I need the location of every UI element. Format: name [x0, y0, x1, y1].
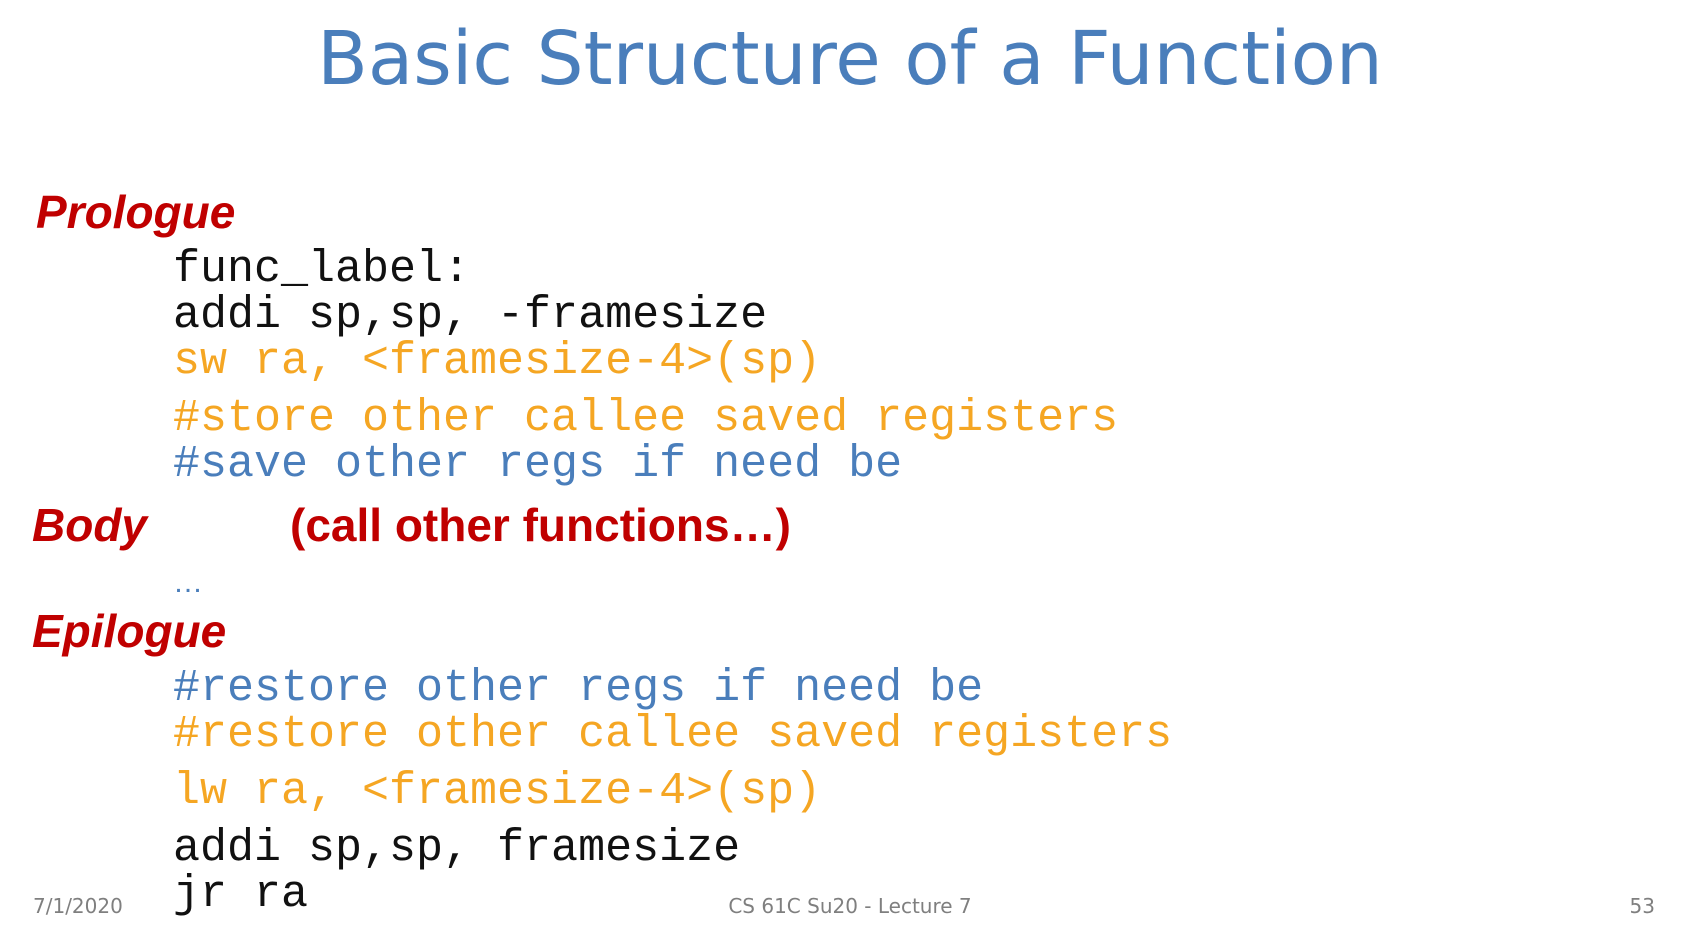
slide-title: Basic Structure of a Function — [317, 16, 1383, 102]
code-line-restore-callee-saved: #restore other callee saved registers — [173, 709, 1173, 760]
code-line-save-other-regs: #save other regs if need be — [173, 439, 903, 490]
epilogue-label: Epilogue — [32, 605, 227, 657]
prologue-label: Prologue — [36, 186, 236, 238]
code-line-func-label: func_label: — [173, 244, 471, 295]
footer-date: 7/1/2020 — [33, 894, 123, 918]
code-line-lw-ra: lw ra, <framesize-4>(sp) — [173, 766, 822, 817]
code-line-store-callee-saved: #store other callee saved registers — [173, 393, 1119, 444]
footer-page-number: 53 — [1629, 894, 1655, 918]
code-line-restore-other-regs: #restore other regs if need be — [173, 663, 984, 714]
body-ellipsis: … — [173, 566, 203, 599]
code-line-addi-sp-restore: addi sp,sp, framesize — [173, 823, 741, 874]
body-note: (call other functions…) — [290, 499, 791, 551]
code-line-jr-ra: jr ra — [173, 869, 309, 920]
code-line-addi-sp: addi sp,sp, -framesize — [173, 290, 768, 341]
body-label: Body — [32, 499, 147, 551]
footer-course: CS 61C Su20 - Lecture 7 — [728, 894, 972, 918]
code-line-sw-ra: sw ra, <framesize-4>(sp) — [173, 336, 822, 387]
